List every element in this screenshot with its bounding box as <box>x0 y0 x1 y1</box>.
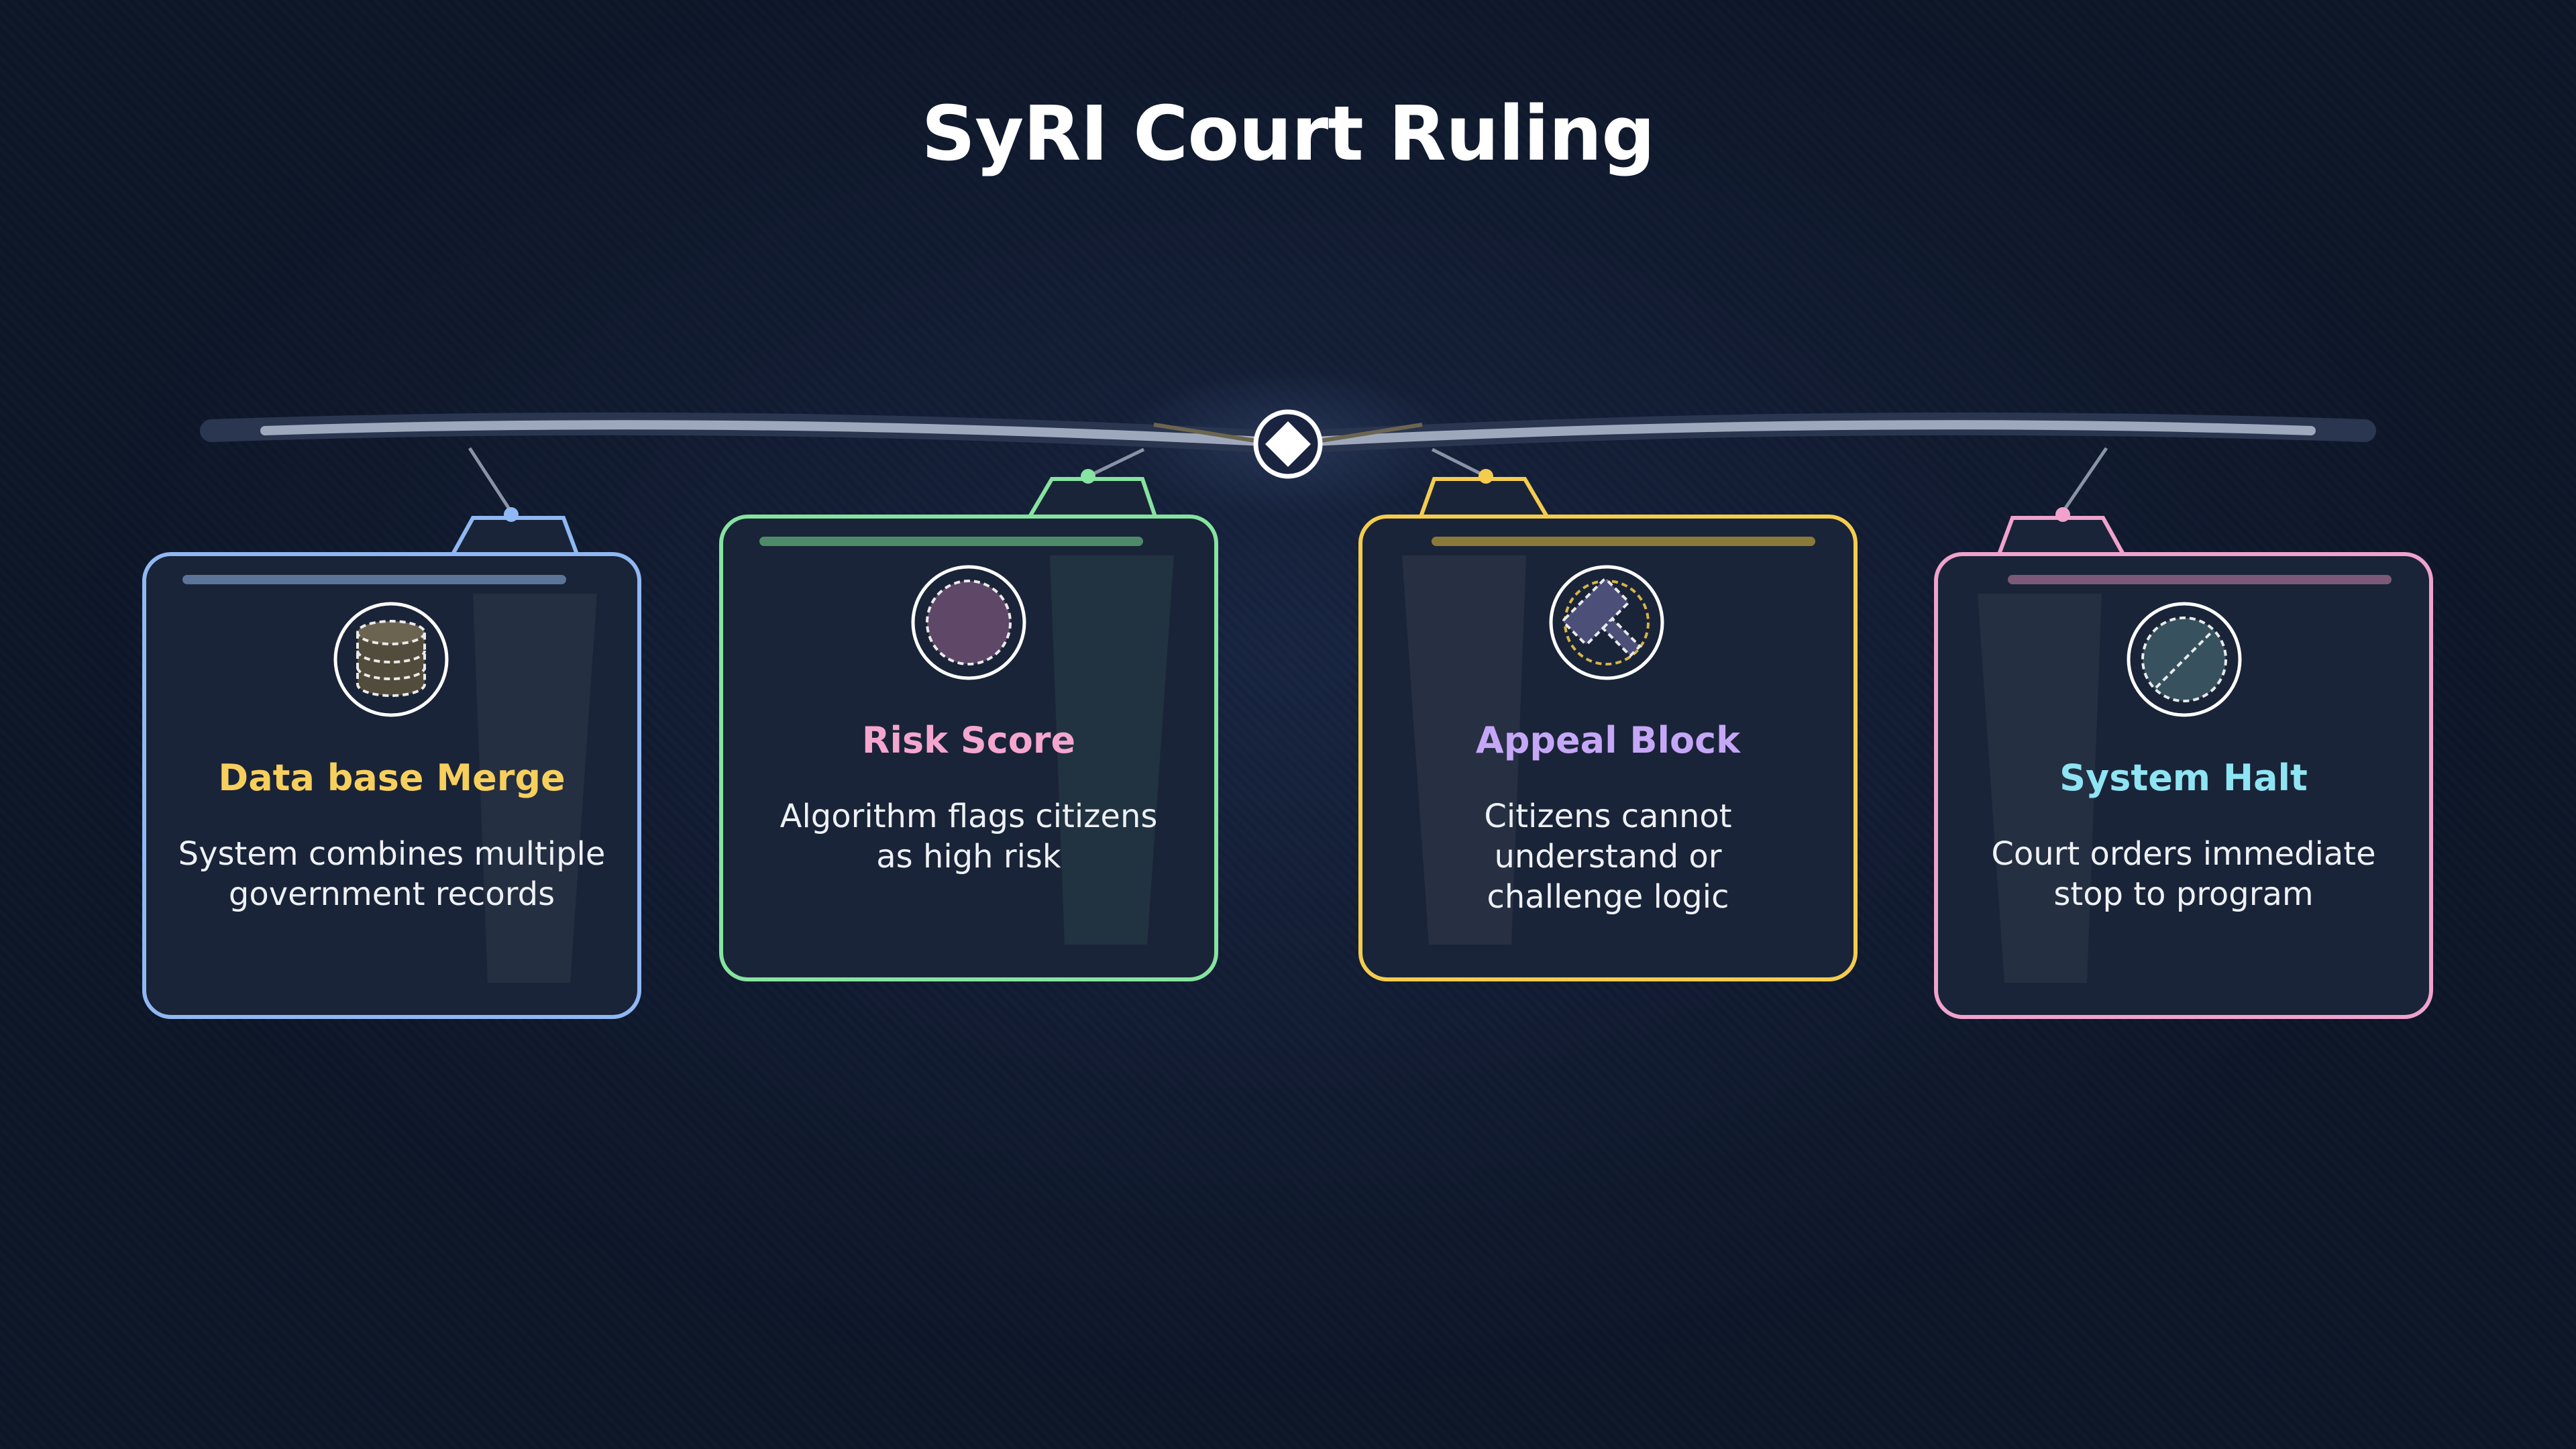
card-hook <box>2055 507 2070 522</box>
card-tab <box>1996 516 2127 556</box>
page-title: SyRI Court Ruling <box>921 91 1656 178</box>
card-description-line: System combines multiple <box>178 835 606 873</box>
card-description: Court orders immediate stop to program <box>1936 834 2431 914</box>
card-title: Appeal Block <box>1475 719 1741 761</box>
beam-center-struts <box>1153 423 1423 445</box>
card-accent-bar <box>759 537 1143 546</box>
card-tab <box>1026 477 1159 519</box>
card-description-line: stop to program <box>2053 875 2314 913</box>
card-system-halt <box>1934 507 2433 1019</box>
card-panel <box>142 552 641 1019</box>
card-light-beam <box>1402 555 1526 945</box>
card-accent-bar <box>1432 537 1815 546</box>
hanger-string-4 <box>2061 447 2108 513</box>
stop-slash-icon <box>2141 616 2227 702</box>
card-risk-score <box>719 469 1218 981</box>
card-hook <box>1081 469 1095 484</box>
hanger-string-2 <box>1087 447 1145 478</box>
card-accent-bar <box>2008 575 2392 584</box>
card-hook <box>1479 469 1493 484</box>
hanger-string-3 <box>1431 447 1487 478</box>
card-database-merge <box>142 507 641 1019</box>
card-description: System combines multiple government reco… <box>144 834 639 914</box>
card-description-line: understand or <box>1494 838 1722 875</box>
card-description-line: as high risk <box>876 838 1061 875</box>
card-description-line: challenge logic <box>1487 878 1729 916</box>
card-description-line: Algorithm flags citizens <box>780 798 1158 835</box>
card-description-line: government records <box>228 875 555 913</box>
card-text-database-merge: Data base Merge System combines multiple… <box>144 757 639 914</box>
card-appeal-block <box>1358 469 1858 981</box>
card-panel <box>719 515 1218 981</box>
card-text-appeal-block: Appeal Block Citizens cannot understand … <box>1360 719 1856 917</box>
pivot-diamond-icon <box>1265 421 1311 467</box>
card-title: Risk Score <box>861 719 1076 761</box>
hanger-string-1 <box>468 447 513 513</box>
card-title: Data base Merge <box>218 757 566 799</box>
card-description-line: Court orders immediate <box>1991 835 2376 873</box>
card-tab <box>1417 477 1551 519</box>
card-light-beam <box>1978 594 2102 983</box>
card-panel <box>1358 515 1858 981</box>
card-light-beam <box>473 594 597 983</box>
card-tab <box>449 516 580 556</box>
card-title: System Halt <box>2059 757 2308 799</box>
card-light-beam <box>1050 555 1174 945</box>
card-text-risk-score: Risk Score Algorithm flags citizens as h… <box>721 719 1216 877</box>
risk-circle-icon <box>926 580 1012 665</box>
card-text-system-halt: System Halt Court orders immediate stop … <box>1936 757 2431 914</box>
card-accent-bar <box>182 575 566 584</box>
card-description: Citizens cannot understand or challenge … <box>1360 796 1856 917</box>
card-hook <box>504 507 519 522</box>
card-description-line: Citizens cannot <box>1484 798 1732 835</box>
gavel-icon <box>1562 578 1650 665</box>
database-icon <box>356 620 426 697</box>
card-panel <box>1934 552 2433 1019</box>
card-description: Algorithm flags citizens as high risk <box>721 796 1216 877</box>
